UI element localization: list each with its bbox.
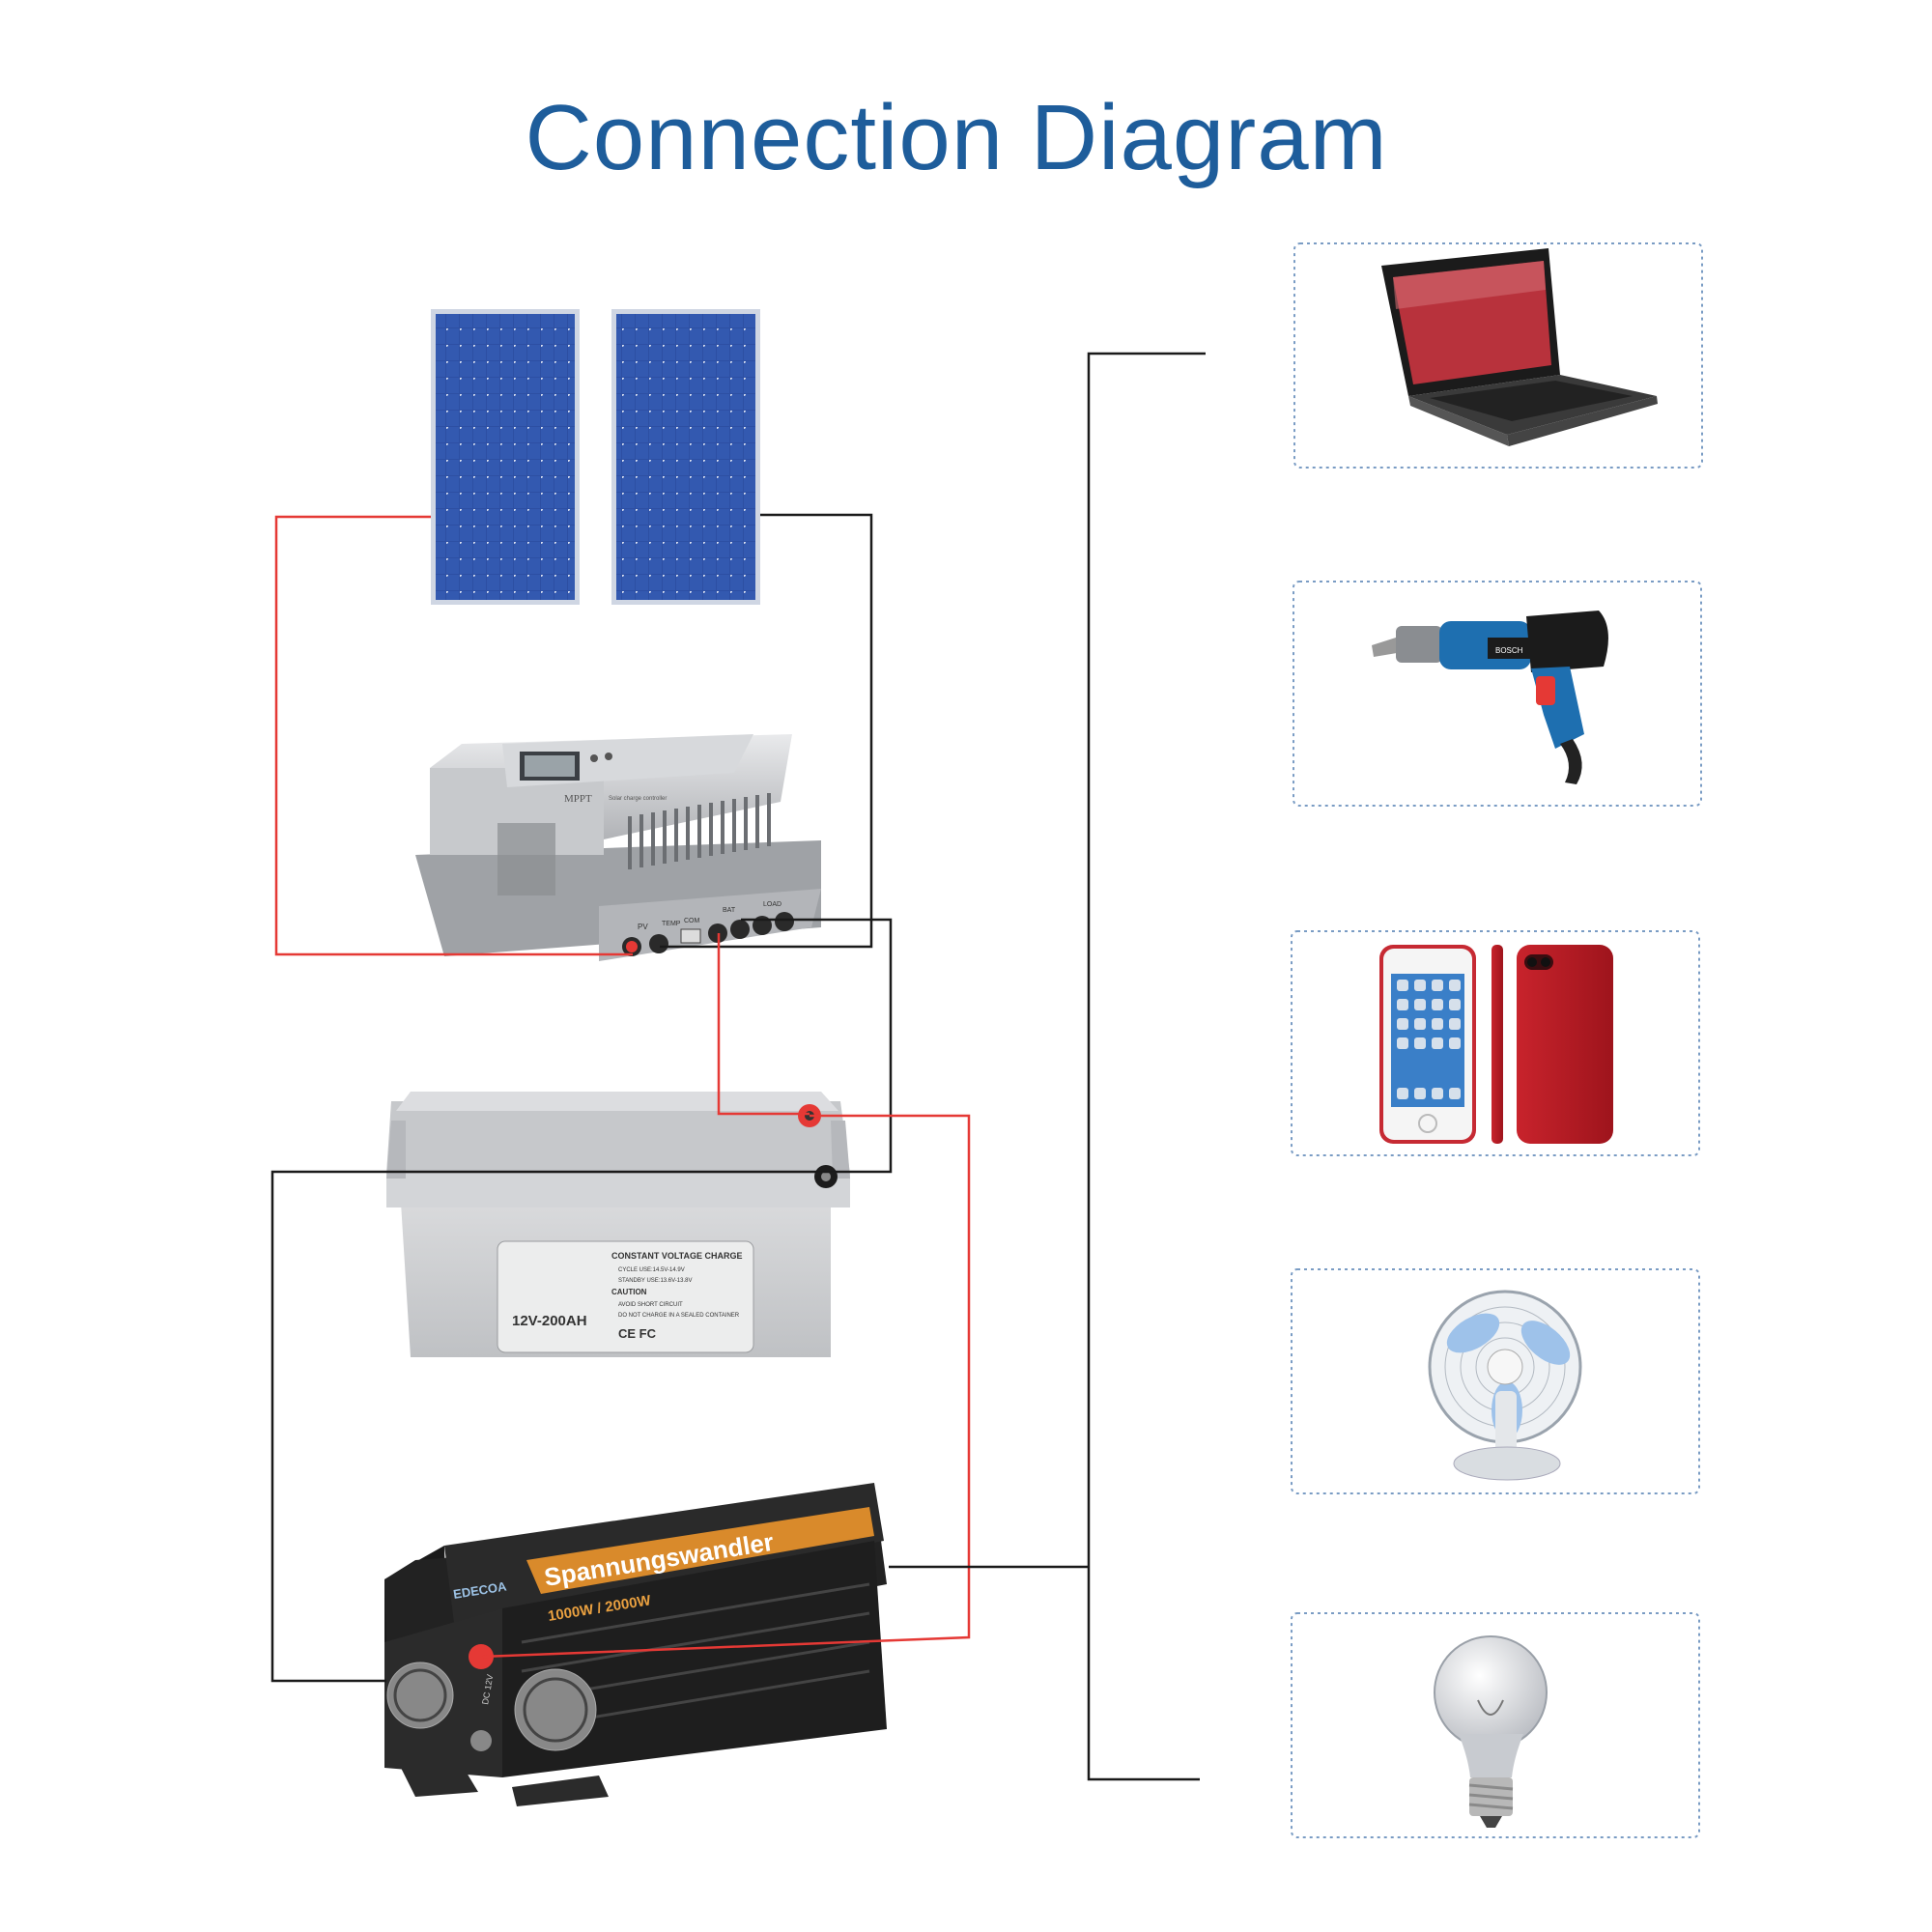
battery-caution-2: DO NOT CHARGE IN A SEALED CONTAINER [618, 1313, 740, 1319]
laptop-icon [1381, 248, 1658, 446]
inverter: EDECOA Spannungswandler 1000W / 2000W DC… [384, 1483, 887, 1806]
battery-line-1: CYCLE USE:14.5V-14.9V [618, 1267, 685, 1273]
port-label-com: COM [684, 918, 700, 924]
wire-pv-negative [660, 513, 873, 949]
solar-panel-left [431, 309, 580, 605]
appliance-card-laptop [1293, 242, 1703, 469]
wire-inverter-negative [270, 1170, 827, 1683]
port-label-load: LOAD [763, 901, 781, 908]
controller-brand: MPPT [564, 793, 592, 805]
diagram-title: Connection Diagram [525, 86, 1388, 189]
wire-inverter-positive [482, 1114, 971, 1659]
battery-marks: CE FC [618, 1326, 657, 1341]
battery-line-2: STANDBY USE:13.6V-13.8V [618, 1278, 692, 1284]
svg-text:BOSCH: BOSCH [1495, 646, 1523, 655]
wire-bat-negative [741, 918, 893, 1174]
smartphone-icon [1379, 945, 1613, 1144]
light-bulb-icon [1434, 1635, 1548, 1828]
port-label-pv: PV [638, 923, 648, 931]
appliance-card-light-bulb [1291, 1612, 1700, 1838]
charge-controller: MPPT Solar charge controller PV TEMP COM… [415, 734, 821, 961]
wiring [270, 352, 1206, 1781]
appliance-card-smartphone [1291, 930, 1700, 1156]
appliance-card-fan [1291, 1268, 1700, 1494]
battery-rating: 12V-200AH [512, 1313, 587, 1329]
battery-caution: CAUTION [611, 1288, 647, 1296]
battery: CONSTANT VOLTAGE CHARGE CYCLE USE:14.5V-… [386, 1092, 850, 1357]
port-label-temp: TEMP [662, 921, 681, 927]
wire-bat-positive [717, 933, 810, 1116]
drill-icon: BOSCH [1372, 611, 1608, 784]
controller-subtitle: Solar charge controller [609, 796, 667, 802]
battery-heading: CONSTANT VOLTAGE CHARGE [611, 1251, 743, 1261]
appliance-card-drill [1293, 581, 1702, 807]
solar-panel-right [611, 309, 760, 605]
battery-caution-1: AVOID SHORT CIRCUIT [618, 1302, 683, 1308]
wire-ac-bus [1087, 352, 1206, 1781]
wire-pv-positive [274, 515, 633, 956]
port-label-bat: BAT [723, 907, 736, 914]
fan-icon [1428, 1290, 1582, 1481]
